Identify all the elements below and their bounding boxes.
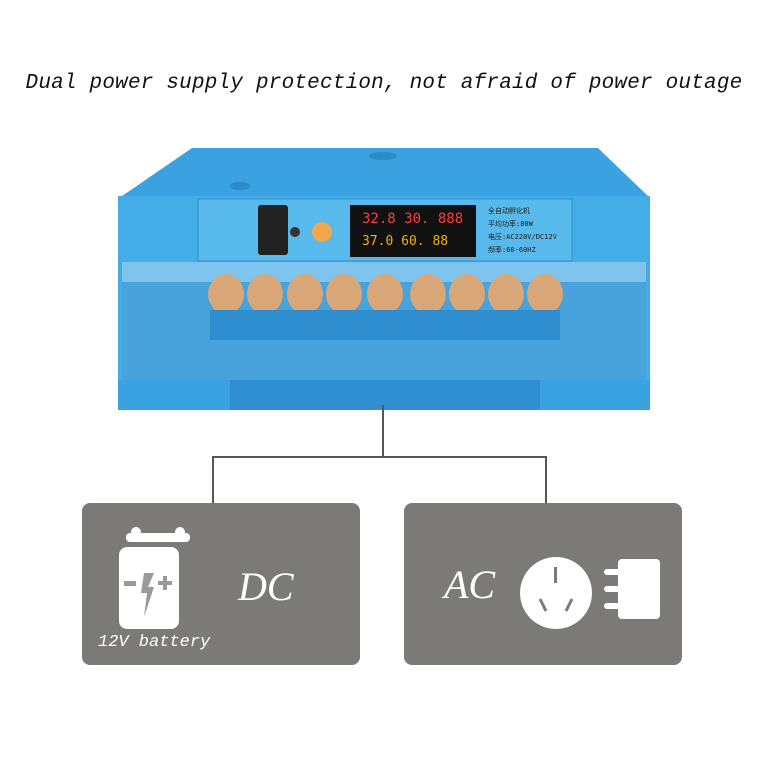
headline: Dual power supply protection, not afraid… (25, 72, 743, 95)
display-bottom: 37.0 60. 88 (362, 234, 448, 249)
panel-label: 全自动孵化机 (488, 206, 530, 215)
egg (527, 274, 563, 314)
panel-label: 平均功率:80W (488, 219, 534, 228)
dc-label: DC (238, 564, 294, 609)
battery-caption: 12V battery (98, 633, 211, 652)
egg (367, 274, 403, 314)
egg (208, 274, 244, 314)
lcd-display (350, 205, 476, 257)
panel-label: 频率:60-60HZ (488, 245, 536, 254)
ac-power-box: AC (404, 503, 682, 665)
egg (488, 274, 524, 314)
egg (449, 274, 485, 314)
egg (326, 274, 362, 314)
egg (410, 274, 446, 314)
plug-icon (604, 559, 660, 619)
ac-label: AC (444, 562, 496, 607)
display-top: 32.8 30. 888 (362, 211, 463, 227)
panel-label: 电压:AC220V/DC12V (488, 232, 558, 241)
egg (247, 274, 283, 314)
battery-icon (119, 527, 190, 629)
egg-tray (208, 274, 563, 314)
power-socket-icon (520, 557, 592, 629)
dc-power-box: DC 12V battery (82, 503, 360, 665)
incubator-image: 32.8 30. 888 37.0 60. 88 全自动孵化机 平均功率:80W… (118, 148, 650, 410)
incubator-lid (122, 148, 648, 196)
egg (287, 274, 323, 314)
